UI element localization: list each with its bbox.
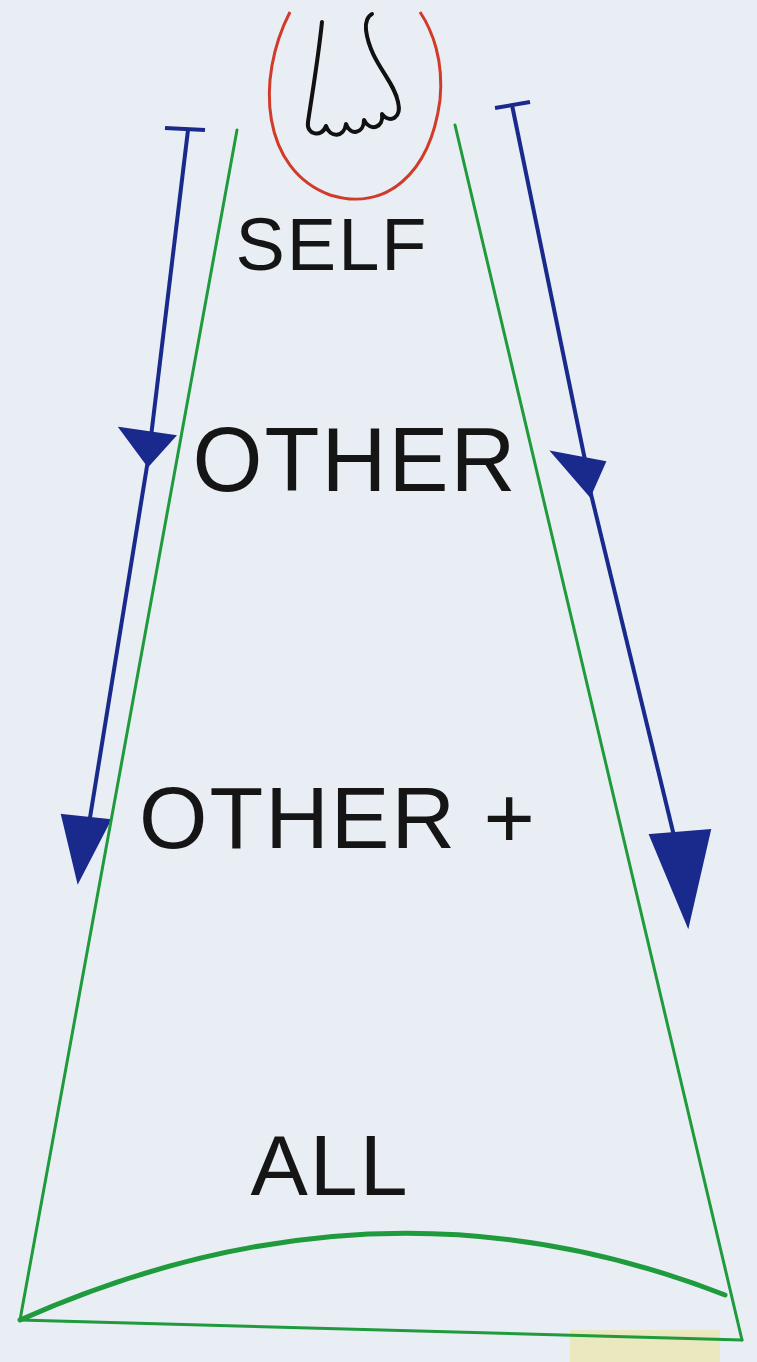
foot-drawing [308,14,399,135]
funnel-line [20,1320,742,1340]
funnel-line [20,130,237,1320]
funnel-label: SELF [236,208,429,282]
funnel-line [20,1233,725,1320]
funnel-shape: SELF OTHER OTHER + ALL [0,110,757,1362]
blue-arrow [62,128,205,882]
funnel-label: OTHER [193,415,518,505]
funnel-line [455,125,742,1340]
funnel-label: ALL [251,1122,410,1208]
red-outline [269,12,440,199]
funnel-label: OTHER + [139,774,537,862]
